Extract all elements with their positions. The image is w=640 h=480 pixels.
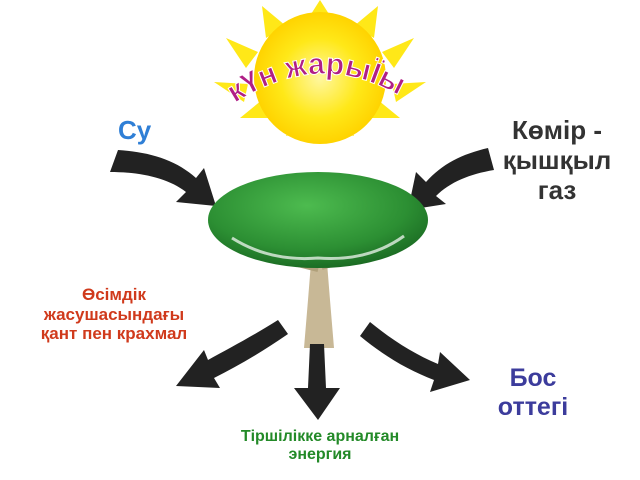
- tree: [208, 172, 428, 348]
- sun: кҮн жарыЇы: [214, 0, 426, 144]
- carbon-dioxide-label-line: қышқыл: [502, 144, 612, 175]
- life-energy-label-line: Тіршілікке арналған: [240, 428, 400, 445]
- free-oxygen-label: Бос оттегі: [478, 364, 588, 422]
- tree-crown: [208, 172, 428, 268]
- arrow-tree-to-energy: [294, 344, 340, 420]
- arrow-tree-to-starch: [176, 320, 288, 388]
- sugar-starch-label-line: жасушасындағы: [43, 304, 185, 324]
- water-label: Су: [118, 115, 152, 145]
- free-oxygen-label-line: Бос: [509, 364, 557, 392]
- life-energy-label-line: энергия: [288, 446, 352, 464]
- carbon-dioxide-label-line: Көмір -: [512, 115, 602, 145]
- arrow-water-to-tree: [110, 150, 216, 206]
- tree-trunk: [304, 250, 334, 348]
- tree-crown-underside: [231, 234, 405, 261]
- sugar-starch-label-line: Өсімдік: [82, 285, 146, 304]
- sun-disc: [254, 12, 386, 144]
- free-oxygen-label-line: оттегі: [497, 392, 569, 421]
- arrow-co2-to-tree: [408, 148, 494, 210]
- sugar-starch-label-line: қант пен крахмал: [40, 324, 188, 344]
- carbon-dioxide-label: Көмір - қышқыл газ: [482, 115, 632, 206]
- carbon-dioxide-label-line: газ: [537, 174, 577, 205]
- life-energy-label: Тіршілікке арналған энергия: [205, 428, 435, 465]
- arrow-tree-to-oxygen: [360, 322, 470, 392]
- sugar-starch-label: Өсімдік жасушасындағы қант пен крахмал: [14, 285, 214, 344]
